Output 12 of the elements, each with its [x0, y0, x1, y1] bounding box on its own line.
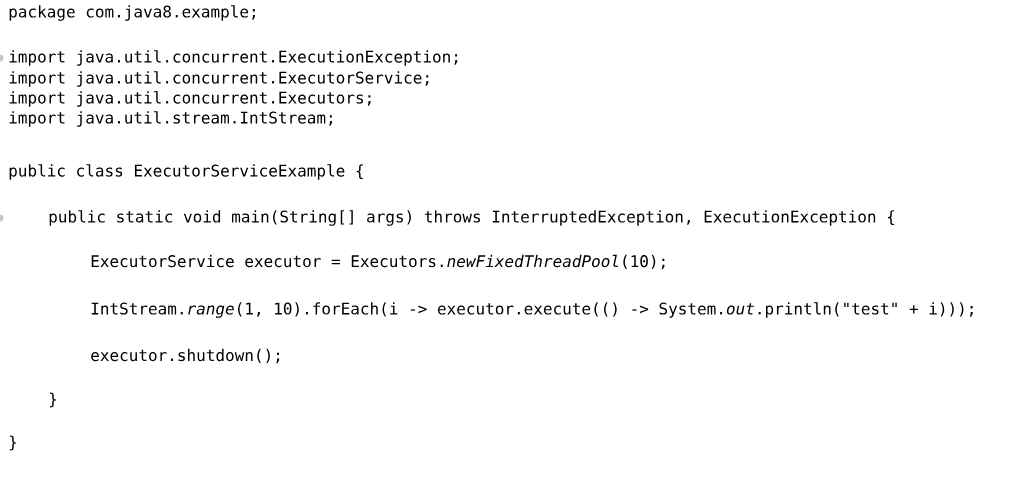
code-line: public static void main(String[] args) throws InterruptedException, ExecutionException { [49, 210, 895, 226]
code-line: public class ExecutorServiceExample { [9, 164, 363, 180]
code-line: IntStream.range(1, 10).forEach(i -> executor.execute(() -> System.out.println("test" + i))); [91, 302, 973, 318]
code-line: ExecutorService executor = Executors.newFixedThreadPool(10); [91, 254, 665, 270]
code-line: import java.util.stream.IntStream; [9, 111, 332, 127]
code-line: } [9, 435, 17, 451]
code-line: package com.java8.example; [9, 5, 255, 21]
code-line: import java.util.concurrent.ExecutorService; [9, 71, 429, 87]
code-line: import java.util.concurrent.ExecutionException; [9, 50, 458, 66]
code-line: executor.shutdown(); [91, 348, 280, 364]
code-line: } [49, 392, 57, 408]
code-line: import java.util.concurrent.Executors; [9, 91, 371, 107]
